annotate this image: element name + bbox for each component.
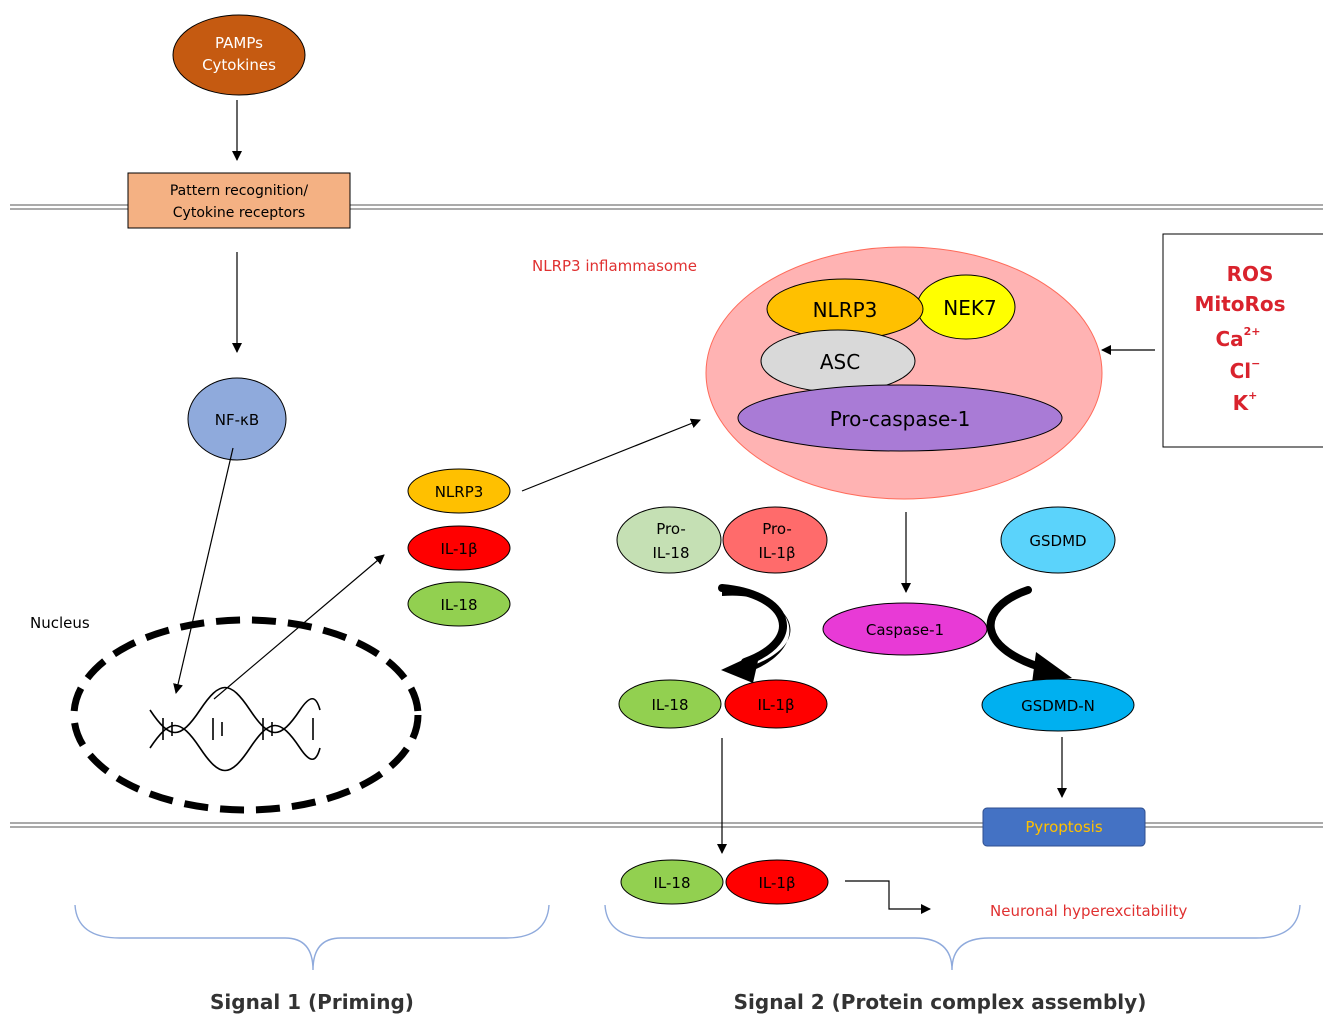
arrow-dna-to-transcripts xyxy=(213,554,385,700)
processing-curved-arrow xyxy=(718,584,791,683)
signal2-brace xyxy=(604,904,1301,971)
il1b-small-label: IL-1β xyxy=(440,540,477,558)
mitoros-label: MitoRos xyxy=(1194,292,1285,316)
il18-small-label: IL-18 xyxy=(440,596,477,614)
pyroptosis-label: Pyroptosis xyxy=(1025,818,1102,836)
asc-label: ASC xyxy=(820,350,860,374)
signal2-label: Signal 2 (Protein complex assembly) xyxy=(734,990,1147,1014)
neuronal-hyperexcitability-label: Neuronal hyperexcitability xyxy=(990,902,1188,920)
cytokines-label: Cytokines xyxy=(202,56,276,74)
pyroptosis-box: Pyroptosis xyxy=(982,807,1146,847)
pamps-cytokines-node: PAMPs Cytokines xyxy=(172,14,306,96)
il1b-secreted-label: IL-1β xyxy=(758,874,795,892)
nfkb-label: NF-κB xyxy=(215,411,259,429)
gsdmdn-label: GSDMD-N xyxy=(1021,697,1095,715)
pro-il1b-node: Pro- IL-1β xyxy=(722,506,828,574)
procaspase-label: Pro-caspase-1 xyxy=(830,407,971,431)
il18-secreted-node: IL-18 xyxy=(620,859,724,905)
il18-secreted-label: IL-18 xyxy=(653,874,690,892)
il1b-mature-label: IL-1β xyxy=(757,696,794,714)
pro-il18-label-2: IL-18 xyxy=(652,544,689,562)
ros-label: ROS xyxy=(1227,262,1274,286)
nucleus-membrane xyxy=(70,616,422,814)
dna-icon xyxy=(149,686,321,772)
potassium-label: K+ xyxy=(1233,389,1258,415)
inflammasome-label: NLRP3 inflammasome xyxy=(532,257,697,275)
receptor-label-2: Cytokine receptors xyxy=(173,205,305,221)
chloride-label: Cl− xyxy=(1230,357,1261,383)
inflammasome-complex: NEK7 NLRP3 ASC Pro-caspase-1 xyxy=(705,246,1103,500)
pro-il1b-label-2: IL-1β xyxy=(758,544,795,562)
receptor-label-1: Pattern recognition/ xyxy=(170,183,309,199)
pro-il18-label-1: Pro- xyxy=(656,520,686,538)
gsdmd-label: GSDMD xyxy=(1029,532,1086,550)
gsdmd-curved-arrow xyxy=(986,586,1072,683)
il1b-mature-node: IL-1β xyxy=(724,679,828,729)
pamps-label: PAMPs xyxy=(215,34,263,52)
nlrp3-small-label: NLRP3 xyxy=(435,483,484,501)
il18-small-node: IL-18 xyxy=(407,581,511,627)
gsdmd-node: GSDMD xyxy=(1000,506,1116,574)
procaspase-shape xyxy=(737,384,1063,452)
arrow-to-neuronal xyxy=(845,880,931,914)
pro-il18-node: Pro- IL-18 xyxy=(616,506,722,574)
gsdmdn-node: GSDMD-N xyxy=(981,678,1135,732)
pro-il1b-label-1: Pro- xyxy=(762,520,792,538)
signal1-label: Signal 1 (Priming) xyxy=(210,990,414,1014)
il1b-secreted-node: IL-1β xyxy=(725,859,829,905)
calcium-label: Ca2+ xyxy=(1215,325,1260,351)
receptor-box: Pattern recognition/ Cytokine receptors xyxy=(127,172,351,229)
caspase1-label: Caspase-1 xyxy=(866,621,944,639)
complex-nlrp3-label: NLRP3 xyxy=(813,298,878,322)
nek7-label: NEK7 xyxy=(943,296,996,320)
il18-mature-node: IL-18 xyxy=(618,679,722,729)
arrow-nlrp3-to-inflammasome xyxy=(521,418,701,492)
il1b-small-node: IL-1β xyxy=(407,525,511,571)
arrow-nfkb-to-dna xyxy=(173,447,234,694)
nucleus-label: Nucleus xyxy=(30,614,90,632)
nfkb-node: NF-κB xyxy=(187,377,287,461)
nlrp3-small-node: NLRP3 xyxy=(407,468,511,514)
il18-mature-label: IL-18 xyxy=(651,696,688,714)
caspase1-node: Caspase-1 xyxy=(822,602,988,656)
stimuli-box: ROS MitoRos Ca2+ Cl− K+ xyxy=(1162,233,1323,448)
signal1-brace xyxy=(74,904,550,971)
